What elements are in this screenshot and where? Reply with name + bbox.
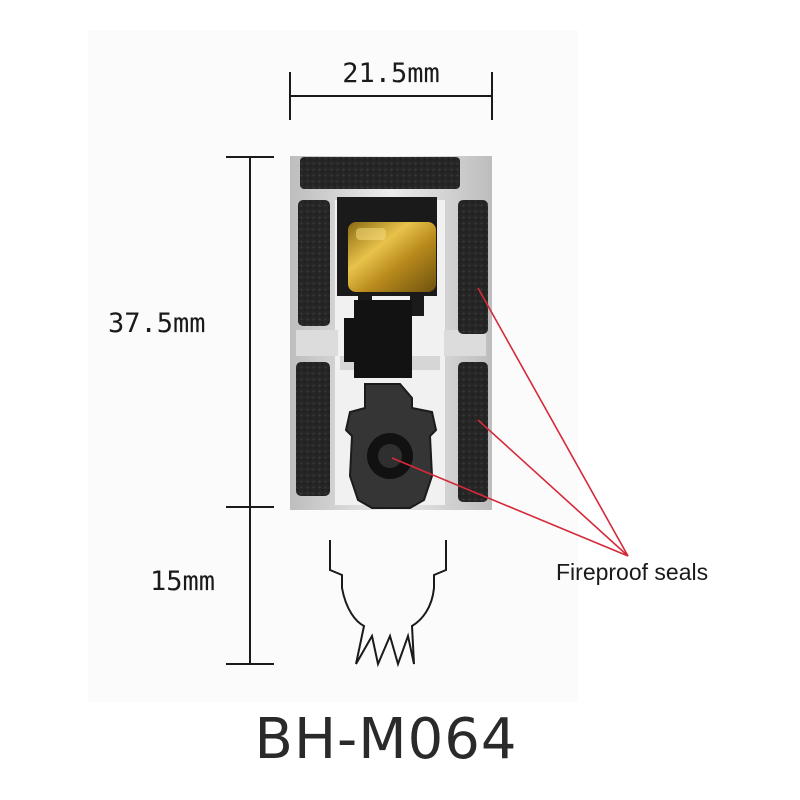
drop-seal-extension bbox=[329, 540, 447, 668]
height-dimension bbox=[226, 156, 274, 665]
fireproof-seal-top bbox=[300, 157, 460, 189]
width-dimension bbox=[289, 72, 493, 120]
drop-seal-outline bbox=[329, 540, 447, 668]
model-number: BH-M064 bbox=[255, 707, 518, 772]
callout-line-rubber-seal bbox=[391, 457, 629, 557]
stem bbox=[354, 300, 412, 378]
width-dimension-label: 21.5mm bbox=[342, 58, 440, 89]
callout-line-upper-seal bbox=[477, 287, 629, 557]
bottom-rubber-seal bbox=[344, 383, 438, 509]
lower-height-label: 15mm bbox=[150, 566, 215, 597]
callout-label: Fireproof seals bbox=[556, 559, 708, 585]
callout-line-lower-seal bbox=[477, 419, 629, 557]
fireproof-seal-upper-left bbox=[298, 200, 330, 326]
fireproof-seal-upper-right bbox=[458, 200, 488, 334]
upper-height-label: 37.5mm bbox=[108, 308, 206, 339]
drop-mechanism bbox=[337, 197, 437, 378]
fireproof-seals bbox=[296, 157, 488, 502]
callout-lines bbox=[391, 287, 629, 557]
fireproof-seal-lower-left bbox=[296, 362, 330, 496]
fireproof-seal-lower-right bbox=[458, 362, 488, 502]
